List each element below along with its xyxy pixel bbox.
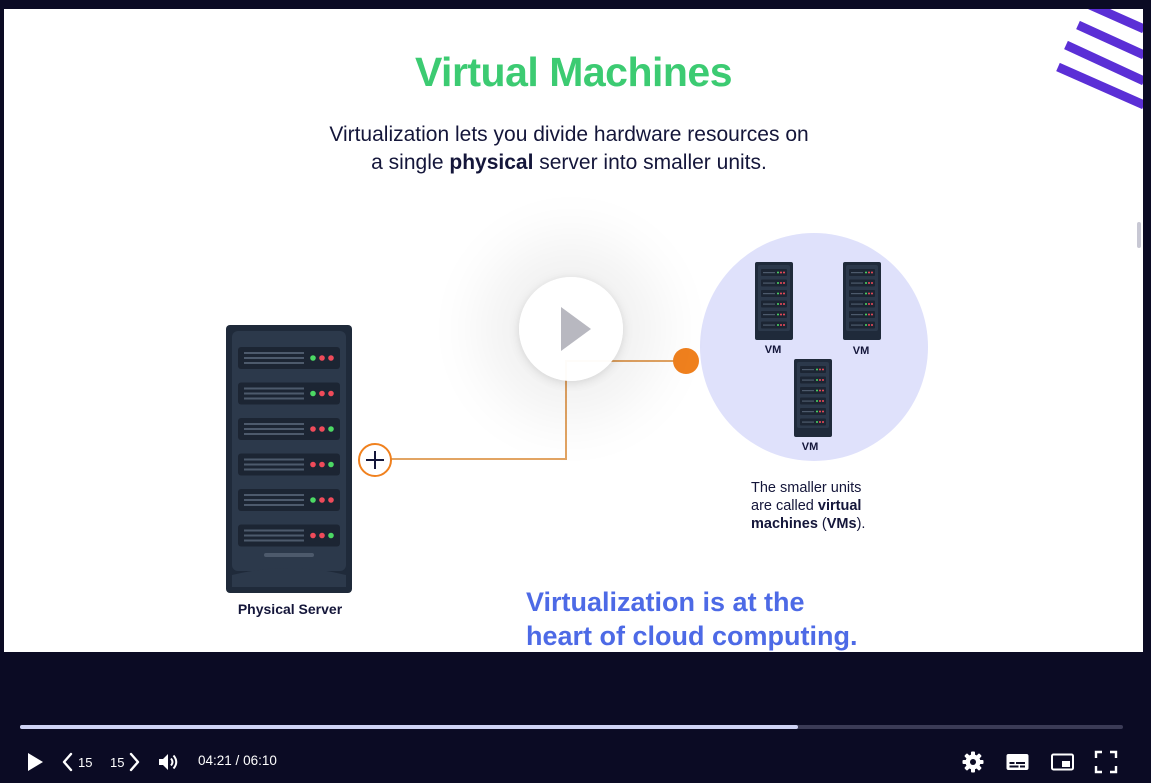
caption-text: ( [817,516,827,532]
rewind-15-label: 15 [78,755,93,770]
fullscreen-button[interactable] [1094,750,1118,774]
caption-text: are called [751,498,818,514]
slide-subtitle: Virtualization lets you divide hardware … [264,121,874,177]
progress-bar[interactable] [20,725,1123,729]
caption-line-3: machines (VMs). [751,515,911,533]
vm-label: VM [852,345,870,357]
current-time: 04:21 [198,753,232,768]
time-separator: / [231,753,244,768]
picture-in-picture-icon [1051,753,1074,771]
physical-server-icon [226,325,352,593]
play-icon [561,307,591,351]
decorative-stripes [1056,9,1143,109]
rewind-15-icon [62,752,73,772]
connector-line [358,348,699,477]
vm-server-icon [843,262,881,340]
caption-emphasis: VMs [826,516,857,532]
vm-server-icon [794,359,832,437]
settings-button[interactable] [961,750,985,774]
rewind-15-button[interactable]: 15 [60,750,100,774]
slide-tagline: Virtualization is at the heart of cloud … [526,585,946,652]
caption-text: ). [856,516,866,532]
subtitle-line-1: Virtualization lets you divide hardware … [329,123,809,146]
vm-label: VM [801,441,819,453]
fullscreen-icon [1094,750,1118,774]
volume-button[interactable] [156,750,180,774]
subtitle-text: server into smaller units. [533,151,767,174]
forward-15-button[interactable]: 15 [110,750,146,774]
vm-label: VM [764,344,782,356]
play-button[interactable] [24,751,46,773]
vm-server-icon [755,262,793,340]
caption-line-2: are called virtual [751,497,911,515]
time-display: 04:21 / 06:10 [198,753,277,768]
forward-15-label: 15 [110,755,125,770]
slide-title: Virtual Machines [414,49,733,95]
caption-emphasis: virtual [817,498,862,514]
volume-icon [159,754,178,770]
settings-gear-icon [962,751,984,773]
play-overlay-button[interactable] [519,277,623,381]
caption-emphasis: machines [751,516,818,532]
subtitle-text: a single [371,151,450,174]
progress-bar-fill [20,725,798,729]
captions-icon [1006,754,1029,770]
physical-server-label: Physical Server [237,601,343,617]
play-icon [28,753,43,771]
subtitle-emphasis: physical [449,151,534,174]
scrollbar-thumb[interactable] [1137,222,1141,248]
duration: 06:10 [243,753,277,768]
tagline-line-2: heart of cloud computing. [526,621,858,651]
tagline-line-1: Virtualization is at the [526,587,805,617]
forward-15-icon [129,752,140,772]
vm-caption: The smaller units are called virtual mac… [751,479,911,533]
video-frame[interactable]: Virtual Machines Virtualization lets you… [4,9,1143,652]
subtitle-line-2: a single physical server into smaller un… [264,149,874,177]
picture-in-picture-button[interactable] [1050,750,1075,774]
captions-button[interactable] [1005,750,1030,774]
caption-line-1: The smaller units [751,480,862,496]
